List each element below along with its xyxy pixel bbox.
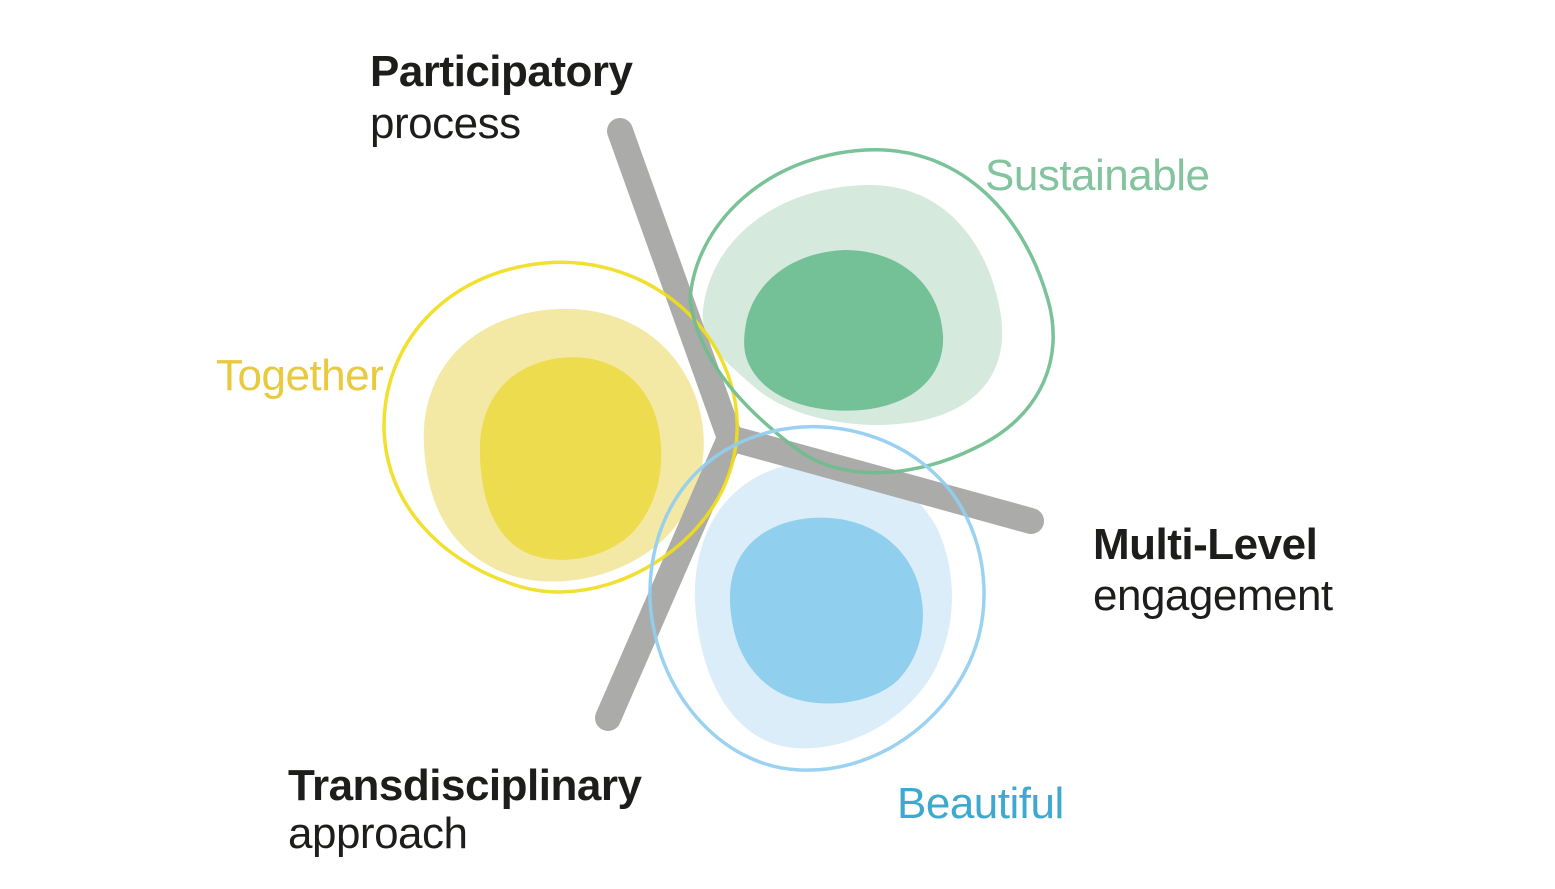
sustainable-label: Sustainable: [985, 151, 1209, 200]
participatory-label-line2: process: [370, 99, 521, 148]
beautiful-label: Beautiful: [897, 779, 1064, 828]
axis-label-transdisciplinary-approach: Transdisciplinary approach: [288, 761, 643, 858]
y-divider-top-arm: [607, 118, 743, 451]
sustainable-blob-outline: [688, 148, 1055, 475]
beautiful-cluster: [694, 462, 952, 749]
sustainable-blob-core: [744, 250, 944, 411]
axis-label-multi-level-engagement: Multi-Level engagement: [1093, 520, 1333, 620]
multi-level-label-line1: Multi-Level: [1093, 520, 1317, 569]
participatory-label-line1: Participatory: [370, 47, 634, 96]
y-divider-right-arm: [717, 425, 1044, 534]
multi-level-label-line2: engagement: [1093, 571, 1333, 620]
y-divider: [595, 118, 1044, 731]
together-cluster: [423, 308, 704, 582]
beautiful-blob-outline: [648, 424, 986, 772]
together-label: Together: [216, 351, 383, 400]
y-divider-bottom-arm: [595, 425, 743, 731]
transdisciplinary-label-line2: approach: [288, 809, 467, 858]
together-blob-outline: [382, 260, 739, 594]
transdisciplinary-label-line1: Transdisciplinary: [288, 761, 642, 810]
sustainable-cluster: [702, 184, 1003, 425]
beautiful-blob-core: [729, 517, 923, 704]
blob-outlines: [382, 148, 1055, 772]
axis-label-participatory-process: Participatory process: [370, 47, 634, 148]
together-blob-core: [479, 357, 662, 560]
